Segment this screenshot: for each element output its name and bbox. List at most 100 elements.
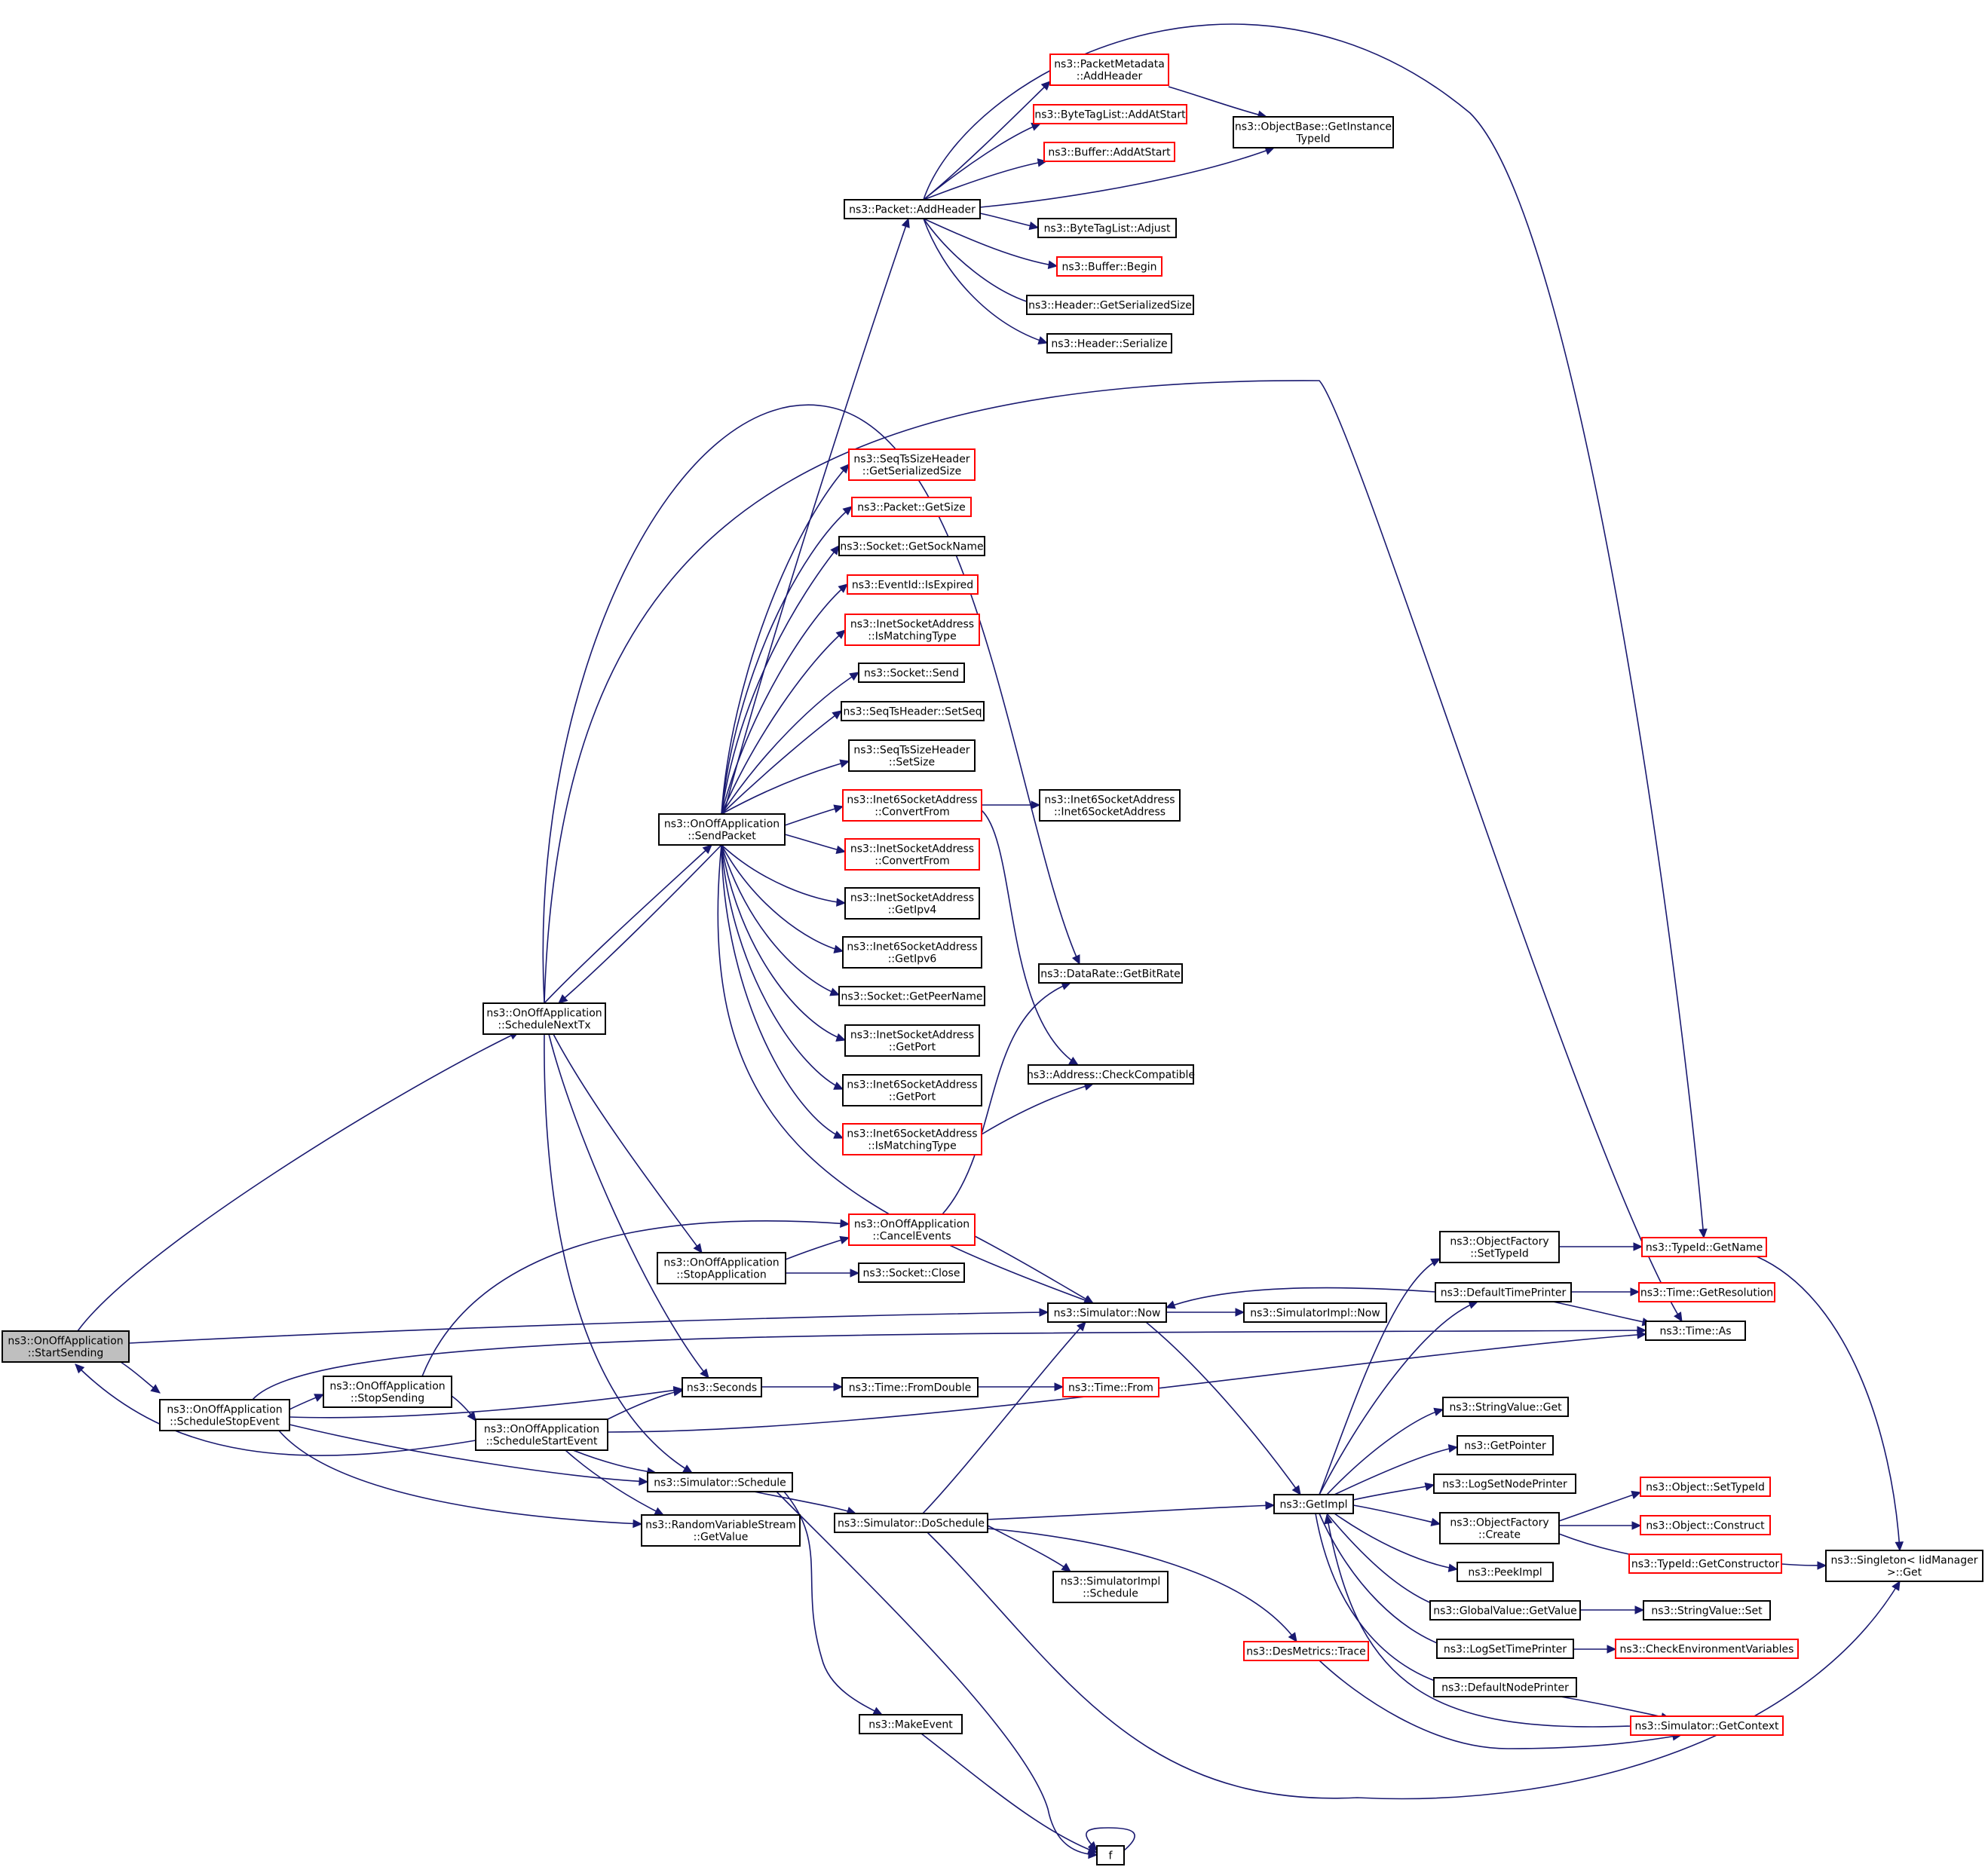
node-box[interactable] bbox=[1062, 1377, 1159, 1397]
node-box[interactable] bbox=[858, 663, 965, 683]
node-box[interactable] bbox=[842, 1074, 982, 1106]
node-box[interactable] bbox=[1243, 1641, 1369, 1661]
node-isais-matching[interactable]: ns3::InetSocketAddress::IsMatchingType bbox=[844, 614, 980, 646]
node-box[interactable] bbox=[1039, 789, 1181, 822]
node-box[interactable] bbox=[1640, 1515, 1771, 1535]
node-cancel-events[interactable]: ns3::OnOffApplication::CancelEvents bbox=[848, 1214, 976, 1246]
node-box[interactable] bbox=[838, 986, 985, 1006]
node-sim-get-context[interactable]: ns3::Simulator::GetContext bbox=[1630, 1715, 1784, 1736]
node-box[interactable] bbox=[1028, 1064, 1194, 1085]
node-box[interactable] bbox=[842, 1123, 982, 1155]
node-i6sactor[interactable]: ns3::Inet6SocketAddress::Inet6SocketAddr… bbox=[1039, 789, 1181, 822]
node-btladjust[interactable]: ns3::ByteTagList::Adjust bbox=[1037, 218, 1177, 238]
node-stshset-size[interactable]: ns3::SeqTsSizeHeader::SetSize bbox=[848, 739, 976, 772]
node-box[interactable] bbox=[841, 1377, 979, 1397]
node-sim-now[interactable]: ns3::Simulator::Now bbox=[1047, 1302, 1167, 1323]
node-get-pointer[interactable]: ns3::GetPointer bbox=[1457, 1435, 1554, 1455]
node-time-from[interactable]: ns3::Time::From bbox=[1062, 1377, 1159, 1397]
node-sim-impl-now[interactable]: ns3::SimulatorImpl::Now bbox=[1243, 1302, 1387, 1323]
node-ev-is-expired[interactable]: ns3::EventId::IsExpired bbox=[847, 574, 979, 595]
node-box[interactable] bbox=[848, 739, 976, 772]
node-box[interactable] bbox=[1096, 1845, 1125, 1865]
node-sthset-seq[interactable]: ns3::SeqTsHeader::SetSeq bbox=[841, 701, 985, 721]
node-box[interactable] bbox=[1049, 54, 1169, 86]
node-box[interactable] bbox=[1033, 104, 1187, 124]
node-string-value-set[interactable]: ns3::StringValue::Set bbox=[1643, 1600, 1771, 1621]
node-obj-set-type-id[interactable]: ns3::Object::SetTypeId bbox=[1640, 1477, 1771, 1497]
node-box[interactable] bbox=[1233, 116, 1394, 148]
node-box[interactable] bbox=[1433, 1677, 1577, 1697]
node-box[interactable] bbox=[641, 1514, 801, 1547]
node-pkt-get-size[interactable]: ns3::Packet::GetSize bbox=[851, 497, 972, 517]
node-gvget-value[interactable]: ns3::GlobalValue::GetValue bbox=[1429, 1600, 1581, 1621]
node-box[interactable] bbox=[657, 1252, 786, 1284]
node-stshgss[interactable]: ns3::SeqTsSizeHeader::GetSerializedSize bbox=[848, 448, 976, 481]
node-box[interactable] bbox=[841, 701, 985, 721]
node-des-trace[interactable]: ns3::DesMetrics::Trace bbox=[1243, 1641, 1369, 1661]
node-default-time-printer[interactable]: ns3::DefaultTimePrinter bbox=[1435, 1282, 1572, 1302]
node-sock-send[interactable]: ns3::Socket::Send bbox=[858, 663, 965, 683]
node-box[interactable] bbox=[647, 1472, 793, 1492]
node-sim-impl-schedule[interactable]: ns3::SimulatorImpl::Schedule bbox=[1052, 1571, 1169, 1603]
node-log-set-time-printer[interactable]: ns3::LogSetTimePrinter bbox=[1436, 1639, 1574, 1659]
node-buf-begin[interactable]: ns3::Buffer::Begin bbox=[1056, 256, 1162, 277]
node-box[interactable] bbox=[475, 1419, 608, 1451]
node-box[interactable] bbox=[844, 614, 980, 646]
node-box[interactable] bbox=[838, 536, 985, 556]
node-time-as[interactable]: ns3::Time::As bbox=[1645, 1321, 1746, 1341]
node-isaget-ipv4[interactable]: ns3::InetSocketAddress::GetIpv4 bbox=[844, 887, 980, 920]
node-box[interactable] bbox=[658, 813, 786, 846]
node-box[interactable] bbox=[1638, 1282, 1775, 1302]
node-box[interactable] bbox=[1439, 1231, 1560, 1263]
node-box[interactable] bbox=[847, 574, 979, 595]
node-box[interactable] bbox=[1243, 1302, 1387, 1323]
node-type-id-get-name[interactable]: ns3::TypeId::GetName bbox=[1641, 1237, 1767, 1257]
node-i6saconvert-from[interactable]: ns3::Inet6SocketAddress::ConvertFrom bbox=[842, 789, 982, 822]
node-box[interactable] bbox=[323, 1376, 452, 1408]
node-box[interactable] bbox=[1026, 295, 1194, 315]
node-seconds[interactable]: ns3::Seconds bbox=[682, 1377, 762, 1397]
node-addr-check-compatible[interactable]: ns3::Address::CheckCompatible bbox=[1027, 1064, 1195, 1085]
node-time-from-double[interactable]: ns3::Time::FromDouble bbox=[841, 1377, 979, 1397]
node-box[interactable] bbox=[844, 199, 981, 219]
node-box[interactable] bbox=[159, 1399, 290, 1431]
node-box[interactable] bbox=[1047, 1302, 1167, 1323]
node-ofcreate[interactable]: ns3::ObjectFactory::Create bbox=[1439, 1512, 1560, 1544]
node-box[interactable] bbox=[1436, 1639, 1574, 1659]
node-hdr-serialize[interactable]: ns3::Header::Serialize bbox=[1046, 333, 1172, 353]
node-box[interactable] bbox=[482, 1002, 606, 1035]
node-packet-add-header[interactable]: ns3::Packet::AddHeader bbox=[844, 199, 981, 219]
node-sim-do-schedule[interactable]: ns3::Simulator::DoSchedule bbox=[834, 1513, 988, 1533]
node-drget-bit-rate[interactable]: ns3::DataRate::GetBitRate bbox=[1038, 963, 1183, 984]
node-sock-get-sock-name[interactable]: ns3::Socket::GetSockName bbox=[838, 536, 985, 556]
node-sim-schedule[interactable]: ns3::Simulator::Schedule bbox=[647, 1472, 793, 1492]
node-box[interactable] bbox=[848, 1214, 976, 1246]
node-box[interactable] bbox=[834, 1513, 988, 1533]
node-stop-application[interactable]: ns3::OnOffApplication::StopApplication bbox=[657, 1252, 786, 1284]
node-box[interactable] bbox=[1052, 1571, 1169, 1603]
node-box[interactable] bbox=[1457, 1562, 1554, 1582]
node-box[interactable] bbox=[842, 789, 982, 822]
node-box[interactable] bbox=[682, 1377, 762, 1397]
node-isaget-port[interactable]: ns3::InetSocketAddress::GetPort bbox=[844, 1024, 980, 1057]
node-box[interactable] bbox=[842, 936, 982, 969]
node-box[interactable] bbox=[858, 1262, 965, 1283]
node-box[interactable] bbox=[859, 1714, 963, 1734]
node-rvsget-value[interactable]: ns3::RandomVariableStream::GetValue bbox=[641, 1514, 801, 1547]
node-string-value-get[interactable]: ns3::StringValue::Get bbox=[1442, 1397, 1569, 1417]
node-box[interactable] bbox=[1630, 1715, 1784, 1736]
node-i6sais-matching[interactable]: ns3::Inet6SocketAddress::IsMatchingType bbox=[842, 1123, 982, 1155]
node-log-set-node-printer[interactable]: ns3::LogSetNodePrinter bbox=[1433, 1474, 1576, 1494]
node-box[interactable] bbox=[1645, 1321, 1746, 1341]
node-ofset-type-id[interactable]: ns3::ObjectFactory::SetTypeId bbox=[1439, 1231, 1560, 1263]
node-singleton-get[interactable]: ns3::Singleton< IidManager>::Get bbox=[1825, 1550, 1983, 1582]
node-schedule-next-tx[interactable]: ns3::OnOffApplication::ScheduleNextTx bbox=[482, 1002, 606, 1035]
node-get-impl[interactable]: ns3::GetImpl bbox=[1273, 1494, 1354, 1514]
node-pmadd-header[interactable]: ns3::PacketMetadata::AddHeader bbox=[1049, 54, 1169, 86]
node-box[interactable] bbox=[851, 497, 972, 517]
node-schedule-stop-event[interactable]: ns3::OnOffApplication::ScheduleStopEvent bbox=[159, 1399, 290, 1431]
node-box[interactable] bbox=[1038, 963, 1183, 984]
node-f[interactable]: f bbox=[1096, 1845, 1125, 1865]
node-box[interactable] bbox=[844, 1024, 980, 1057]
node-start-sending[interactable]: ns3::OnOffApplication::StartSending bbox=[2, 1330, 130, 1363]
